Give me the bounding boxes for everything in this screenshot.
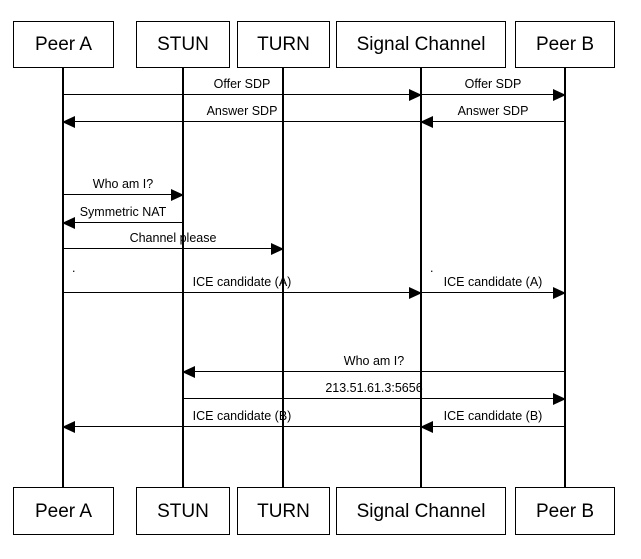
message-label: ICE candidate (B) xyxy=(443,408,543,423)
participant-box-header-peer-a[interactable]: Peer A xyxy=(13,21,114,68)
message-line xyxy=(63,194,183,196)
participant-box-header-stun[interactable]: STUN xyxy=(136,21,230,68)
message-line xyxy=(63,292,421,294)
participant-label-signal-channel: Signal Channel xyxy=(356,34,486,55)
dot-peer-a: . xyxy=(72,261,76,275)
participant-box-header-turn[interactable]: TURN xyxy=(237,21,330,68)
arrowhead-right-icon xyxy=(171,188,184,201)
dot-signal-channel: . xyxy=(430,261,434,275)
arrowhead-right-icon xyxy=(553,88,566,101)
participant-label-stun: STUN xyxy=(157,500,209,522)
message-line xyxy=(63,426,421,428)
participant-label-peer-b: Peer B xyxy=(535,34,595,55)
arrowhead-left-icon xyxy=(420,115,433,128)
participant-label-stun: STUN xyxy=(157,34,209,55)
message-label: Answer SDP xyxy=(206,103,278,118)
message-line xyxy=(63,94,421,96)
message-line xyxy=(63,121,421,123)
message-line xyxy=(421,94,565,96)
arrowhead-left-icon xyxy=(62,420,75,433)
message-line xyxy=(421,426,565,428)
participant-label-peer-a: Peer A xyxy=(34,500,93,522)
message-line xyxy=(63,222,183,224)
participant-label-signal-channel: Signal Channel xyxy=(356,500,486,522)
message-label: Who am I? xyxy=(343,353,405,368)
message-label: Offer SDP xyxy=(213,76,271,91)
participant-label-turn: TURN xyxy=(257,34,310,55)
lifeline-stun xyxy=(182,68,184,487)
message-label: ICE candidate (B) xyxy=(192,408,292,423)
message-label: ICE candidate (A) xyxy=(192,274,292,289)
message-label: Who am I? xyxy=(92,176,154,191)
participant-box-footer-peer-a[interactable]: Peer A xyxy=(13,487,114,535)
message-label: Channel please xyxy=(129,230,217,245)
participant-label-turn: TURN xyxy=(257,500,310,522)
message-line xyxy=(421,121,565,123)
participant-box-footer-peer-b[interactable]: Peer B xyxy=(515,487,615,535)
participant-box-header-peer-b[interactable]: Peer B xyxy=(515,21,615,68)
participant-label-peer-b: Peer B xyxy=(535,500,595,522)
message-label: Answer SDP xyxy=(457,103,529,118)
lifeline-peer-a xyxy=(62,68,64,487)
message-label: 213.51.61.3:5656 xyxy=(325,380,423,395)
lifeline-signal-channel xyxy=(420,68,422,487)
lifeline-peer-b xyxy=(564,68,566,487)
participant-box-footer-stun[interactable]: STUN xyxy=(136,487,230,535)
arrowhead-left-icon xyxy=(62,115,75,128)
arrowhead-right-icon xyxy=(553,392,566,405)
message-label: Symmetric NAT xyxy=(79,204,167,219)
arrowhead-right-icon xyxy=(271,242,284,255)
participant-box-footer-signal-channel[interactable]: Signal Channel xyxy=(336,487,506,535)
lifeline-turn xyxy=(282,68,284,487)
message-label: Offer SDP xyxy=(464,76,522,91)
arrowhead-right-icon xyxy=(409,286,422,299)
arrowhead-left-icon xyxy=(420,420,433,433)
message-line xyxy=(183,398,565,400)
message-line xyxy=(183,371,565,373)
participant-label-peer-a: Peer A xyxy=(34,34,93,55)
arrowhead-left-icon xyxy=(182,365,195,378)
arrowhead-right-icon xyxy=(409,88,422,101)
message-label: ICE candidate (A) xyxy=(443,274,543,289)
arrowhead-left-icon xyxy=(62,216,75,229)
message-line xyxy=(63,248,283,250)
participant-box-header-signal-channel[interactable]: Signal Channel xyxy=(336,21,506,68)
arrowhead-right-icon xyxy=(553,286,566,299)
participant-box-footer-turn[interactable]: TURN xyxy=(237,487,330,535)
message-line xyxy=(421,292,565,294)
